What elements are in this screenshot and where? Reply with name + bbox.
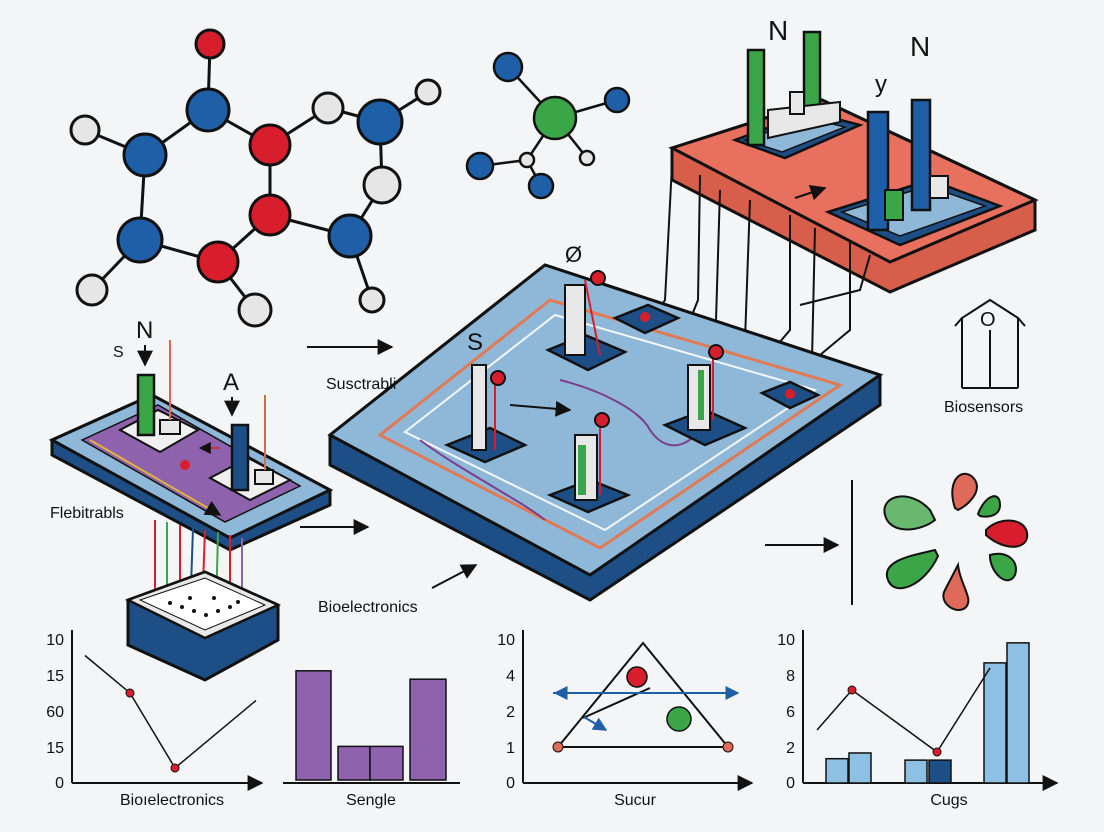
- bar: [369, 745, 404, 781]
- chart-bar-1: Sengle: [283, 670, 460, 809]
- y-tick-label: 8: [786, 668, 795, 685]
- label-biosensors: Biosensors: [944, 399, 1023, 416]
- biosensor-platform: N y N: [668, 15, 1039, 294]
- molecule-tetrahedral: [465, 51, 631, 200]
- atom-white: [311, 91, 345, 125]
- y-tick-label: 1: [506, 740, 515, 757]
- y-tick-label: 10: [46, 632, 64, 649]
- probe-socket: [544, 270, 629, 372]
- pointer-arrow: [583, 716, 608, 731]
- trend-line: [816, 667, 991, 754]
- atom-blue: [356, 98, 404, 146]
- atom-white: [578, 149, 596, 167]
- y-tick-label: 15: [46, 740, 64, 757]
- atom-white: [69, 114, 101, 146]
- atom-red: [248, 193, 292, 237]
- probe-socket: [546, 412, 632, 514]
- data-point: [626, 666, 648, 688]
- bar: [295, 670, 332, 781]
- molecule-ring: [69, 28, 442, 328]
- bar: [1006, 642, 1030, 784]
- label-top-n2: N: [910, 31, 930, 62]
- y-tick-label: 0: [55, 775, 64, 792]
- biosensors-icon: [954, 298, 1026, 389]
- atom-red: [196, 240, 240, 284]
- data-point: [722, 741, 734, 753]
- x-axis-label: Cugs: [930, 792, 967, 809]
- y-tick-label: 2: [506, 704, 515, 721]
- label-top-n1: N: [768, 15, 788, 46]
- label-substrate: Susctrabli: [326, 376, 396, 393]
- atom-blue: [122, 132, 168, 178]
- bar: [848, 752, 872, 784]
- label-bioelectronics-mid: Bioelectronics: [318, 599, 418, 616]
- data-point: [666, 706, 692, 732]
- atom-blue: [603, 86, 631, 114]
- y-tick-label: 6: [786, 704, 795, 721]
- x-axis-label: Sucur: [614, 792, 656, 809]
- flow-arrows: [300, 339, 853, 605]
- label-left-s: S: [113, 344, 124, 361]
- series-line: [555, 641, 731, 748]
- flexible-chip: N S A Flebitrabls: [48, 317, 334, 552]
- atom-blue: [185, 87, 231, 133]
- y-tick-label: 2: [786, 740, 795, 757]
- y-tick-label: 0: [506, 775, 515, 792]
- bar: [825, 757, 849, 784]
- data-point: [125, 688, 135, 698]
- y-tick-label: 15: [46, 668, 64, 685]
- label-top-y: y: [875, 71, 887, 98]
- y-tick-label: 4: [506, 668, 515, 685]
- atom-red: [248, 123, 292, 167]
- atom-green: [532, 95, 578, 141]
- atom-blue: [327, 213, 373, 259]
- sensor-burst-icon: [883, 472, 1029, 611]
- bar: [337, 745, 371, 781]
- y-tick-label: 10: [777, 632, 795, 649]
- data-point: [552, 741, 564, 753]
- atom-blue: [527, 172, 555, 200]
- data-point: [170, 763, 180, 773]
- bar: [904, 759, 928, 784]
- bar: [983, 662, 1007, 784]
- bar: [928, 759, 952, 784]
- label-left-a: A: [223, 369, 239, 396]
- label-biosensors-o: O: [980, 309, 996, 331]
- molecule-ring-atoms: [69, 28, 442, 328]
- label-center-o: Ø: [565, 242, 582, 267]
- atom-white: [75, 273, 109, 307]
- label-center-s: S: [467, 329, 483, 356]
- atom-red: [194, 28, 226, 60]
- probe-socket: [661, 344, 749, 447]
- atom-white: [362, 165, 402, 205]
- y-tick-label: 60: [46, 704, 64, 721]
- atom-blue: [465, 151, 495, 181]
- probe-socket: [443, 364, 572, 464]
- small-pad: [759, 380, 821, 410]
- y-tick-label: 0: [786, 775, 795, 792]
- pin-connector: [124, 520, 282, 682]
- atom-white: [414, 78, 442, 106]
- bar: [409, 678, 447, 781]
- substrate-board: S Ø Susctrabli: [326, 242, 884, 602]
- atom-white: [237, 292, 273, 328]
- small-pad: [611, 303, 682, 335]
- y-tick-label: 10: [497, 632, 515, 649]
- data-point: [932, 747, 942, 757]
- series-line: [84, 654, 257, 770]
- atom-blue: [116, 216, 164, 264]
- x-axis-label: Bioıelectronics: [120, 792, 224, 809]
- label-flexible: Flebitrabls: [50, 505, 124, 522]
- data-point: [847, 685, 857, 695]
- atom-blue: [492, 51, 524, 83]
- atom-white: [518, 151, 536, 169]
- label-left-n: N: [136, 317, 153, 344]
- atom-white: [358, 286, 386, 314]
- x-axis-label: Sengle: [346, 792, 396, 809]
